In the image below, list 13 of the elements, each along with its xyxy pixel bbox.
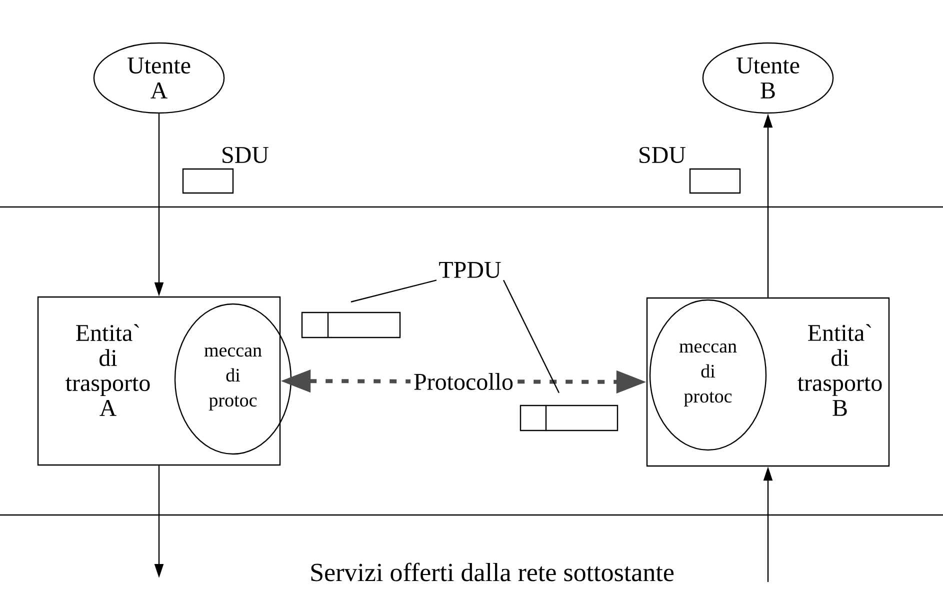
sdu-packet — [182, 168, 234, 194]
sdu-label: SDU — [222, 146, 268, 164]
ellipse-node: Utente B — [702, 42, 834, 114]
leader-line — [503, 280, 560, 394]
sdu-label: SDU — [640, 146, 686, 164]
tpdu-packet — [520, 404, 618, 432]
ellipse-node: Utente A — [93, 42, 225, 114]
leader-line — [350, 280, 437, 302]
tpdu-label: TPDU — [439, 262, 501, 278]
caption-text: Servizi offerti dalla rete sottostante — [311, 562, 674, 582]
sdu-packet — [689, 168, 741, 194]
tpdu-packet — [301, 312, 401, 338]
edge-label: Protocollo — [410, 370, 516, 393]
